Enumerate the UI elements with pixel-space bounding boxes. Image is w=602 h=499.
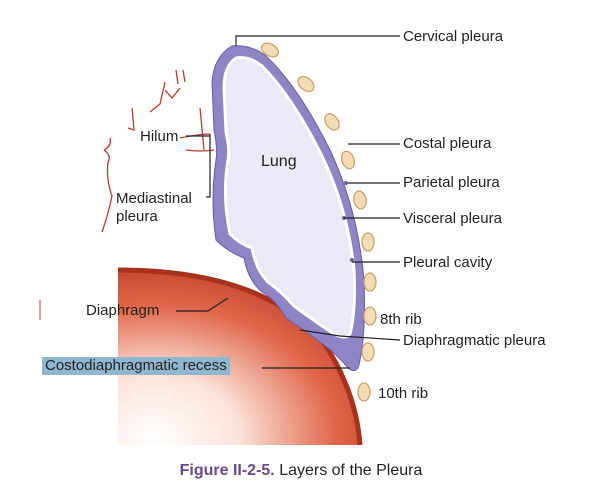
label-visceral-pleura: Visceral pleura — [403, 210, 502, 227]
label-costodiaphragmatic-recess: Costodiaphragmatic recess — [42, 357, 230, 375]
label-hilum: Hilum — [140, 128, 179, 145]
label-mediastinal-pleura-line2: pleura — [116, 208, 158, 225]
label-parietal-pleura: Parietal pleura — [403, 174, 500, 191]
label-cervical-pleura: Cervical pleura — [403, 28, 504, 45]
lung-shape — [222, 56, 356, 339]
label-mediastinal-pleura-line1: Mediastinal — [116, 190, 192, 207]
label-pleural-cavity: Pleural cavity — [403, 254, 493, 271]
figure-number: Figure II-2-5. — [179, 462, 275, 479]
label-diaphragmatic-pleura: Diaphragmatic pleura — [403, 332, 546, 349]
label-lung: Lung — [261, 153, 297, 170]
label-8th-rib: 8th rib — [380, 311, 422, 328]
mediastinal-vessels — [101, 69, 243, 233]
label-diaphragm: Diaphragm — [86, 302, 160, 319]
ribs — [260, 42, 377, 402]
label-costal-pleura: Costal pleura — [403, 135, 492, 152]
figure-title: Layers of the Pleura — [279, 462, 423, 479]
leader-lines — [176, 35, 401, 369]
label-10th-rib: 10th rib — [378, 385, 429, 402]
figure-caption: Figure II-2-5. Layers of the Pleura — [0, 461, 602, 481]
